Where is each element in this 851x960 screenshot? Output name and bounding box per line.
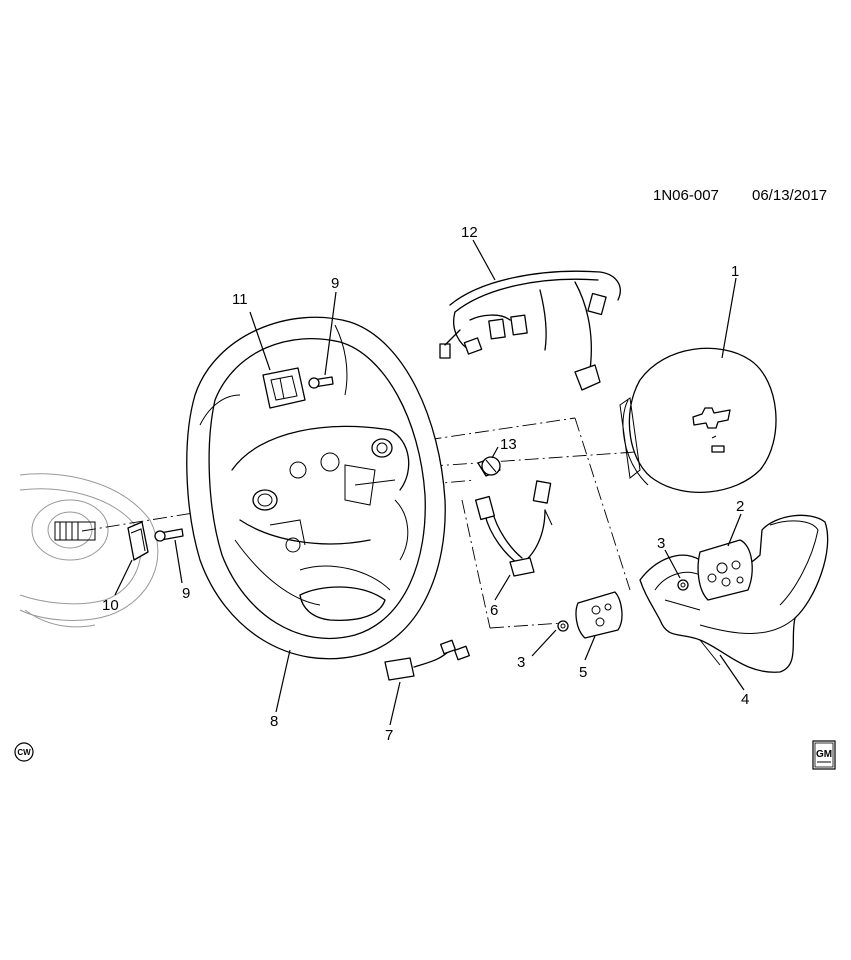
- nut-lower: [557, 620, 569, 632]
- airbag-module: [619, 347, 777, 493]
- bolt-13: [477, 456, 501, 477]
- steering-column: [19, 473, 159, 628]
- callout-5: 5: [579, 664, 587, 681]
- diagram-date: 06/13/2017: [752, 187, 827, 204]
- gm-logo-text: GM: [816, 749, 832, 760]
- callout-9-upper: 9: [331, 275, 339, 292]
- callout-8: 8: [270, 713, 278, 730]
- callout-2: 2: [736, 498, 744, 515]
- connector-harness: [384, 639, 470, 681]
- bolt-lower: [154, 528, 184, 542]
- callout-1: 1: [731, 263, 739, 280]
- callout-10: 10: [102, 597, 119, 614]
- control-switch-right: [697, 539, 753, 601]
- callout-13: 13: [500, 436, 517, 453]
- switch-harness: [475, 480, 553, 577]
- leader-lines: [114, 239, 745, 726]
- lower-cover: [127, 521, 149, 561]
- callout-3-lower: 3: [517, 654, 525, 671]
- cw-label: CW: [17, 748, 31, 757]
- callout-9-lower: 9: [182, 585, 190, 602]
- upper-switch: [262, 367, 306, 409]
- diagram-code: 1N06-007: [653, 187, 719, 204]
- gm-logo-icon: GM: [812, 740, 836, 770]
- nut-upper: [677, 579, 689, 591]
- cw-mark: CW: [14, 742, 34, 762]
- wiring-harness: [439, 270, 621, 391]
- steering-wheel: [186, 316, 446, 660]
- callout-3-upper: 3: [657, 535, 665, 552]
- callout-7: 7: [385, 727, 393, 744]
- control-switch-left: [575, 591, 623, 639]
- callout-6: 6: [490, 602, 498, 619]
- callout-4: 4: [741, 691, 749, 708]
- callout-11: 11: [232, 291, 248, 308]
- callout-12: 12: [461, 224, 478, 241]
- chevrolet-bowtie-icon: [692, 407, 731, 429]
- bolt-upper: [308, 376, 334, 389]
